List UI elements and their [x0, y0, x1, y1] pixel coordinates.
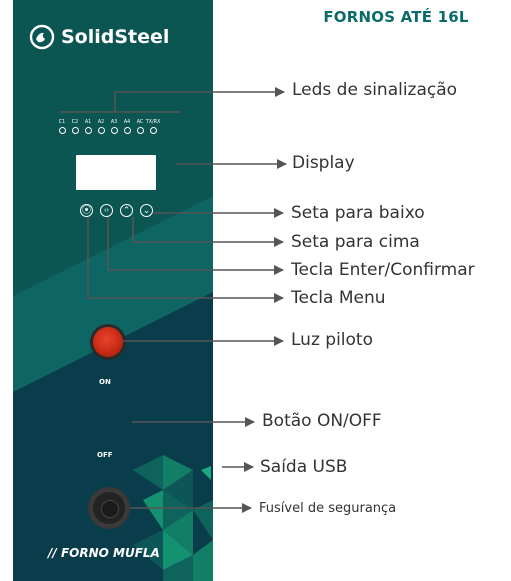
led-dot: [84, 127, 92, 134]
led-indicator: A3: [109, 120, 119, 134]
up-leader-line: [132, 217, 284, 247]
pilot-light: [93, 327, 123, 357]
led-dot: [123, 127, 131, 134]
led-label: AC: [136, 120, 144, 125]
on-label: ON: [99, 378, 111, 386]
panel-background: [13, 0, 213, 581]
led-label: A4: [123, 120, 131, 125]
led-indicator: A4: [122, 120, 132, 134]
menu-dot-icon: ⦿: [81, 205, 91, 215]
chevron-down-icon: ⌄: [142, 205, 151, 215]
up-arrow-button[interactable]: ⌃: [120, 204, 133, 217]
down-arrow-button[interactable]: ⌄: [140, 204, 153, 217]
footer-label: // FORNO MUFLA: [48, 546, 160, 560]
display-callout: Display: [292, 153, 355, 173]
menu-leader-line: [87, 217, 284, 303]
led-indicator-row: C1 C2 A1 A2 A3 A4 AC TX/RX: [57, 120, 161, 134]
pilot-light-callout: Luz piloto: [291, 330, 373, 350]
leds-leader-line: [114, 87, 285, 112]
led-label: A1: [84, 120, 92, 125]
led-indicator: A1: [83, 120, 93, 134]
led-dot: [58, 127, 66, 134]
led-dot: [110, 127, 118, 134]
chevron-up-icon: ⌃: [122, 205, 131, 215]
safety-fuse[interactable]: [88, 487, 130, 529]
led-dot: [71, 127, 79, 134]
enter-key-button[interactable]: ‹›: [100, 204, 113, 217]
down-arrow-callout: Seta para baixo: [291, 203, 425, 223]
onoff-callout: Botão ON/OFF: [262, 411, 382, 431]
enter-arrows-icon: ‹›: [104, 207, 109, 214]
enter-key-callout: Tecla Enter/Confirmar: [291, 260, 475, 280]
led-dot: [136, 127, 144, 134]
led-label: A3: [110, 120, 118, 125]
brand-name: SolidSteel: [61, 26, 170, 48]
control-panel: SolidSteel C1 C2 A1 A2 A3 A4 AC TX/RX ⦿ …: [13, 0, 213, 581]
led-label: A2: [97, 120, 105, 125]
led-label: TX/RX: [145, 120, 161, 125]
led-indicator: AC: [135, 120, 145, 134]
flame-logo-icon: [29, 24, 55, 50]
menu-key-button[interactable]: ⦿: [80, 204, 93, 217]
usb-callout: Saída USB: [260, 457, 348, 477]
led-label: C1: [58, 120, 66, 125]
led-label: C2: [71, 120, 79, 125]
led-indicator: C2: [70, 120, 80, 134]
menu-key-callout: Tecla Menu: [291, 288, 386, 308]
led-indicator: TX/RX: [145, 120, 161, 134]
up-arrow-callout: Seta para cima: [291, 232, 420, 252]
leds-callout: Leds de sinalização: [292, 80, 458, 100]
fuse-callout: Fusível de segurança: [259, 501, 397, 516]
fuse-cap: [101, 500, 119, 518]
brand-logo: SolidSteel: [29, 24, 169, 50]
led-indicator: A2: [96, 120, 106, 134]
led-dot: [149, 127, 157, 134]
led-dot: [97, 127, 105, 134]
page-title: FORNOS ATÉ 16L: [323, 8, 469, 26]
display-screen: [76, 155, 156, 190]
off-label: OFF: [97, 451, 113, 459]
enter-leader-line: [107, 217, 284, 275]
led-indicator: C1: [57, 120, 67, 134]
